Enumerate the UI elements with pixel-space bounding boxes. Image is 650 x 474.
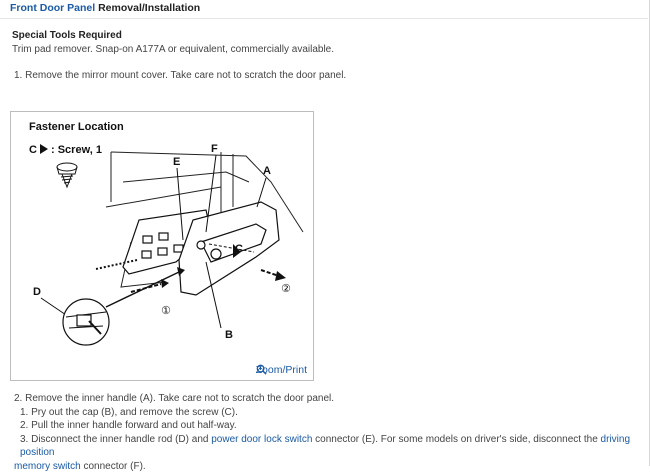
driving-position-link-part1[interactable]: driving position bbox=[20, 433, 631, 459]
special-tools-section: Special Tools Required Trim pad remover.… bbox=[12, 30, 334, 55]
step-2-3-text-b: connector (E). For some models on driver… bbox=[312, 433, 601, 445]
step-2: 2. Remove the inner handle (A). Take car… bbox=[14, 393, 334, 404]
inner-handle-recess bbox=[122, 209, 212, 275]
driving-position-link-part2[interactable]: memory switch bbox=[14, 460, 81, 472]
header-divider bbox=[0, 18, 648, 19]
page-title-rest: Removal/Installation bbox=[95, 2, 201, 14]
screw-dashed-line bbox=[208, 243, 255, 253]
inner-handle-a bbox=[178, 201, 280, 296]
step-2-3: 3. Disconnect the inner handle rod (D) a… bbox=[14, 433, 644, 460]
legend-text: : Screw, 1 bbox=[51, 144, 102, 156]
screw-icon bbox=[56, 162, 78, 189]
rod-detail-inset bbox=[62, 298, 110, 346]
handle-rod-dotted bbox=[95, 259, 138, 270]
label-c: C bbox=[235, 243, 243, 255]
circle-1-label: ① bbox=[161, 304, 171, 317]
label-a: A bbox=[263, 165, 271, 177]
label-f: F bbox=[211, 143, 218, 155]
circle-2-label: ② bbox=[281, 282, 291, 295]
step-2-1: 1. Pry out the cap (B), and remove the s… bbox=[20, 406, 238, 418]
step-1: 1. Remove the mirror mount cover. Take c… bbox=[14, 70, 347, 81]
magnifier-icon bbox=[256, 364, 267, 375]
steps-list: 2. Remove the inner handle (A). Take car… bbox=[14, 392, 644, 474]
step-2-3-text-a: 3. Disconnect the inner handle rod (D) a… bbox=[20, 433, 212, 445]
direction-arrows bbox=[105, 267, 286, 308]
zoom-print-link[interactable]: Zoom/Print bbox=[256, 364, 307, 376]
step-2-3-text-c: connector (F). bbox=[80, 460, 146, 472]
label-e: E bbox=[173, 156, 180, 168]
label-d: D bbox=[33, 286, 41, 298]
door-panel-outline bbox=[105, 151, 304, 288]
special-tools-heading: Special Tools Required bbox=[12, 30, 122, 41]
step-2-3-cont: memory switch connector (F). bbox=[14, 460, 644, 474]
front-door-panel-link[interactable]: Front Door Panel bbox=[10, 2, 96, 14]
step-2-2: 2. Pull the inner handle forward and out… bbox=[20, 420, 237, 432]
page-title: Front Door Panel Removal/Installation bbox=[10, 2, 200, 14]
figure-title: Fastener Location bbox=[29, 121, 124, 133]
legend-arrow-icon bbox=[40, 144, 48, 154]
label-b: B bbox=[225, 329, 233, 341]
special-tools-text: Trim pad remover. Snap-on A177A or equiv… bbox=[12, 44, 335, 55]
legend-letter: C bbox=[29, 144, 37, 156]
screw-c-arrow-icon bbox=[233, 244, 241, 258]
power-door-lock-switch-link[interactable]: power door lock switch bbox=[211, 433, 313, 445]
leader-lines bbox=[40, 154, 267, 329]
fastener-location-figure[interactable]: Fastener Location C : Screw, 1 bbox=[10, 111, 314, 381]
door-panel-diagram: Fastener Location C : Screw, 1 bbox=[29, 121, 304, 346]
zoom-print-label: Zoom/Print bbox=[255, 364, 307, 376]
